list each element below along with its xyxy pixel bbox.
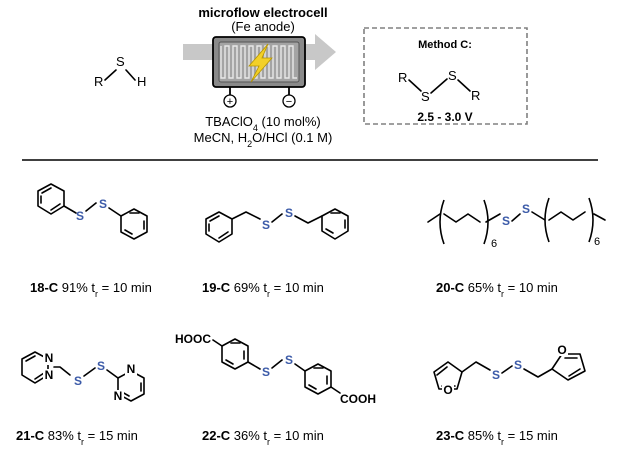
structure-19-c: S S bbox=[205, 206, 349, 243]
method-title: Method C: bbox=[418, 39, 472, 51]
product-r1-label: R bbox=[398, 70, 407, 85]
sulfur-atom: S bbox=[492, 368, 500, 382]
structure-20-c: 6 S S 6 bbox=[427, 197, 606, 250]
chain-subscript: 6 bbox=[594, 236, 600, 248]
nitrogen-atom: N bbox=[45, 368, 54, 382]
label-20-c: 20-C 65% tr = 10 min bbox=[436, 280, 558, 299]
reactant-thiol: R S H bbox=[94, 54, 146, 89]
product-r2-label: R bbox=[471, 88, 480, 103]
product-s1-atom: S bbox=[421, 89, 430, 104]
sulfur-atom: S bbox=[99, 197, 107, 211]
carboxyl-group-top: HOOC bbox=[175, 332, 211, 346]
nitrogen-atom: N bbox=[127, 362, 136, 376]
product-bonds bbox=[408, 78, 471, 94]
cell-anode-label: (Fe anode) bbox=[231, 19, 295, 34]
reactant-h-label: H bbox=[137, 74, 146, 89]
svg-text:−: − bbox=[286, 96, 292, 108]
voltage-label: 2.5 - 3.0 V bbox=[417, 110, 472, 124]
label-18-c: 18-C 91% tr = 10 min bbox=[30, 280, 152, 299]
label-21-c: 21-C 83% tr = 15 min bbox=[16, 428, 138, 447]
carboxyl-group-bottom: COOH bbox=[340, 392, 376, 406]
label-19-c: 19-C 69% tr = 10 min bbox=[202, 280, 324, 299]
label-23-c: 23-C 85% tr = 15 min bbox=[436, 428, 558, 447]
microflow-cell-icon bbox=[212, 36, 306, 95]
oxygen-atom: O bbox=[557, 343, 566, 357]
structure-22-c: HOOC S S COOH bbox=[175, 332, 376, 406]
sulfur-atom: S bbox=[502, 214, 510, 228]
nitrogen-atom: N bbox=[114, 389, 123, 403]
sulfur-atom: S bbox=[514, 358, 522, 372]
serpentine-channel-icon bbox=[220, 45, 297, 79]
structure-23-c: O S S O bbox=[433, 343, 586, 397]
condition-solvent: MeCN, H2O/HCl (0.1 M) bbox=[194, 130, 333, 149]
cell-title: microflow electrocell bbox=[198, 5, 327, 20]
structure-18-c: S S bbox=[37, 183, 148, 240]
sulfur-atom: S bbox=[522, 202, 530, 216]
structure-21-c: N N S S N N bbox=[21, 351, 145, 403]
reactant-s-atom: S bbox=[116, 54, 125, 69]
oxygen-atom: O bbox=[443, 383, 452, 397]
product-s2-atom: S bbox=[448, 68, 457, 83]
reactant-bonds bbox=[104, 69, 136, 81]
lightning-bolt-icon bbox=[248, 43, 273, 83]
condition-electrolyte: TBAClO4 (10 mol%) bbox=[205, 114, 321, 133]
sulfur-atom: S bbox=[262, 365, 270, 379]
svg-text:+: + bbox=[227, 96, 233, 108]
sulfur-atom: S bbox=[74, 374, 82, 388]
sulfur-atom: S bbox=[262, 218, 270, 232]
reactant-r-label: R bbox=[94, 74, 103, 89]
nitrogen-atom: N bbox=[45, 351, 54, 365]
cathode-terminal-icon: − bbox=[282, 94, 296, 108]
chain-subscript: 6 bbox=[491, 238, 497, 250]
sulfur-atom: S bbox=[285, 353, 293, 367]
method-c-box: Method C: R S S R 2.5 - 3.0 V bbox=[363, 27, 528, 125]
sulfur-atom: S bbox=[97, 359, 105, 373]
label-22-c: 22-C 36% tr = 10 min bbox=[202, 428, 324, 447]
sulfur-atom: S bbox=[76, 209, 84, 223]
sulfur-atom: S bbox=[285, 206, 293, 220]
anode-terminal-icon: + bbox=[223, 94, 237, 108]
